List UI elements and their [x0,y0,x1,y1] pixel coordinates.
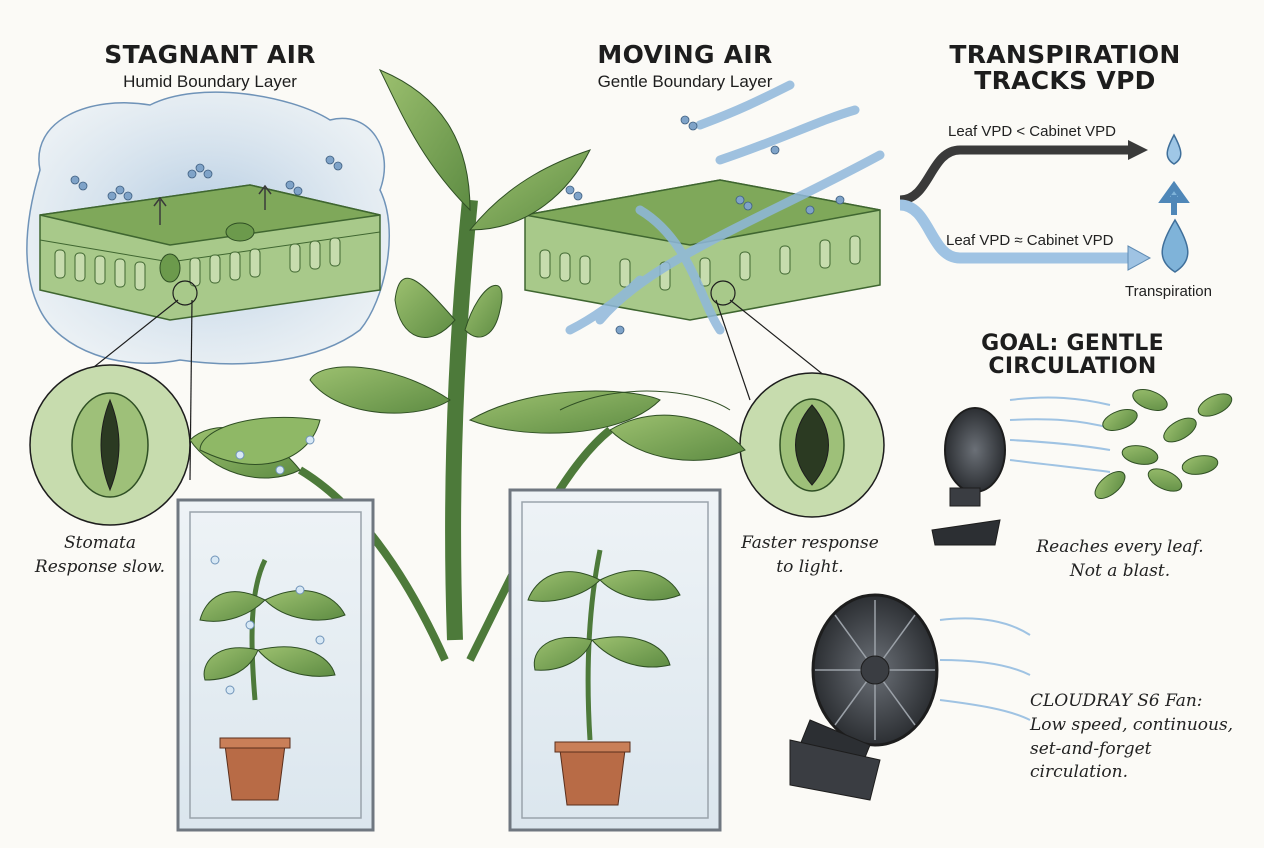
fan-icon-small [931,396,1111,546]
goal-caption-line-1: Reaches every leaf. [1036,537,1204,557]
cabinet-stagnant [176,498,375,832]
transpiration-title-line-1: TRANSPIRATION [949,40,1181,69]
water-droplet-icon [1161,133,1189,273]
transpiration-title: TRANSPIRATION TRACKS VPD [945,40,1185,96]
stagnant-caption-line-2: Response slow. [34,556,166,577]
vpd-arrow-bottom-label: Leaf VPD ≈ Cabinet VPD [946,232,1114,249]
fan-caption-line-1: CLOUDRAY S6 Fan: [1030,691,1203,711]
moving-air-subtitle: Gentle Boundary Layer [597,72,773,91]
stomata-zoom-moving [710,280,885,518]
stagnant-air-title: STAGNANT AIR [104,40,316,69]
molecules-moving [565,115,845,335]
stagnant-air-subtitle: Humid Boundary Layer [123,72,297,91]
vpd-arrow-top-label: Leaf VPD < Cabinet VPD [948,123,1117,140]
goal-title: GOAL: GENTLE CIRCULATION [981,331,1164,380]
moving-caption-line-2: to light. [776,556,844,577]
water-droplet-icon [210,435,325,695]
leaf-cross-section-stagnant [39,184,381,321]
molecules-stagnant [70,155,343,201]
fan-caption-line-2: Low speed, continuous, [1030,714,1234,735]
fan-caption: CLOUDRAY S6 Fan: Low speed, continuous, … [1030,690,1240,785]
airflow-arrows [565,80,885,335]
moving-caption: Faster response to light. [730,532,890,580]
cabinet-moving [508,488,722,832]
fan-caption-line-4: circulation. [1030,762,1128,783]
stagnant-caption-line-1: Stomata [64,533,136,553]
stomata-zoom-stagnant [29,280,198,526]
transpiration-label: Transpiration [1125,283,1212,300]
moving-air-title: MOVING AIR [597,40,773,69]
fan-caption-line-3: set-and-forget [1030,738,1152,759]
goal-caption: Reaches every leaf. Not a blast. [1030,536,1210,584]
arrow-icon [153,184,272,225]
vpd-arrows [899,140,1190,271]
leaf-cluster [1094,389,1233,499]
stagnant-caption: Stomata Response slow. [20,532,180,580]
fan-icon [789,593,1031,801]
moving-caption-line-1: Faster response [741,533,879,553]
transpiration-title-line-2: TRACKS VPD [974,66,1156,96]
goal-caption-line-2: Not a blast. [1069,560,1171,581]
